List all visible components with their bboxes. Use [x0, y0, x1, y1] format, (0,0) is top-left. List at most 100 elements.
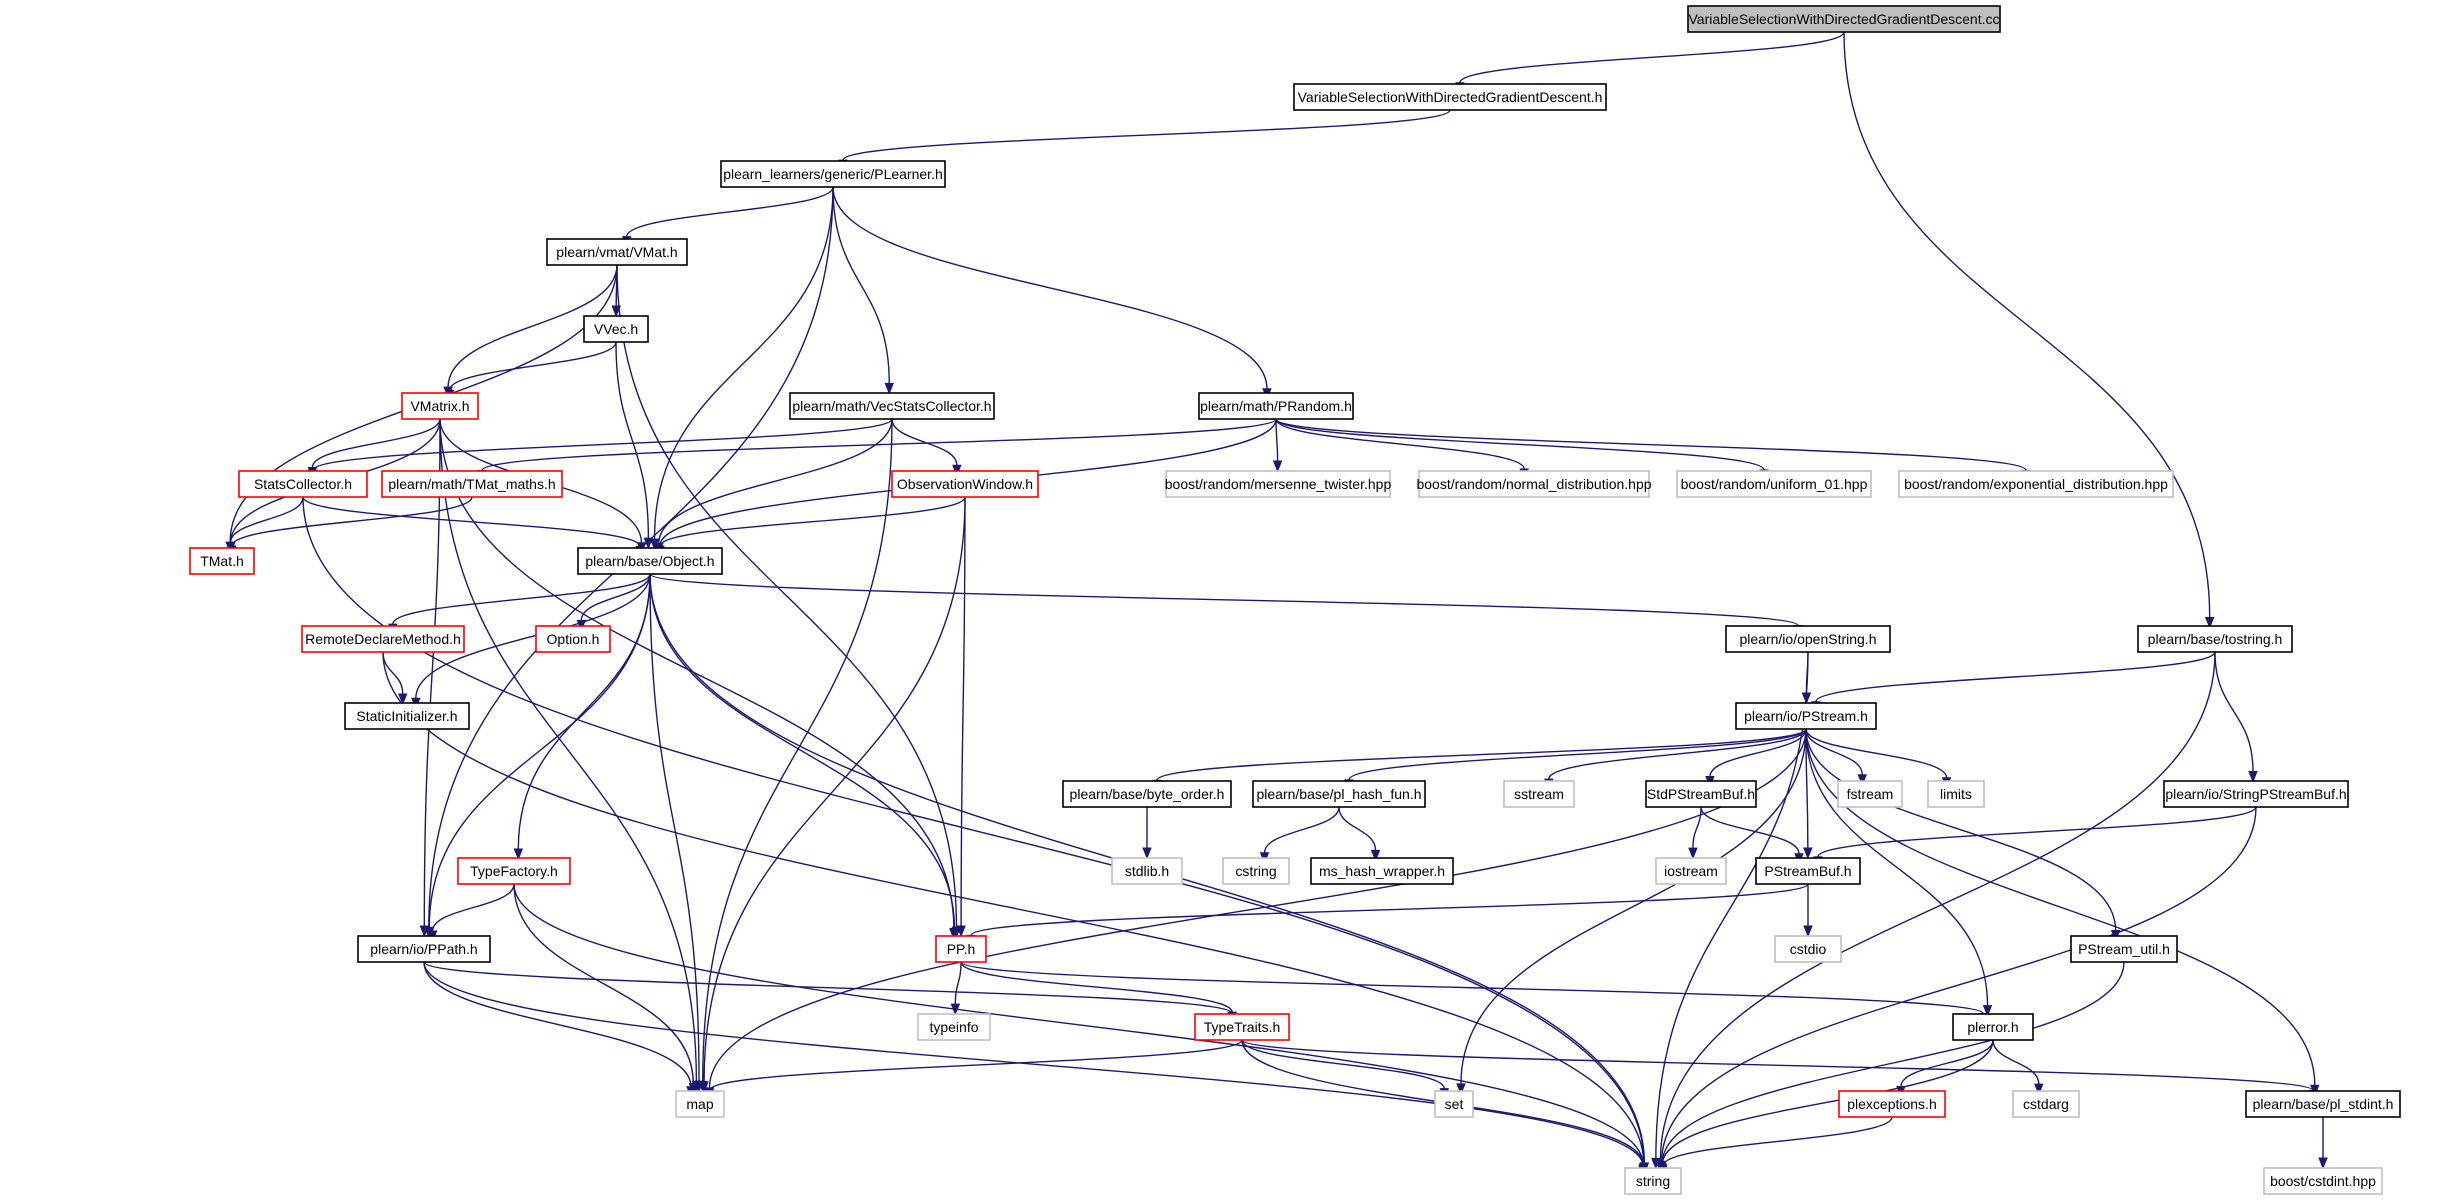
edge-n_pp-to-n_plerror [960, 961, 1988, 1025]
edge-n_plearner-to-n_vecstats [832, 186, 894, 395]
node-plexc[interactable]: plexceptions.h [1838, 1090, 1946, 1118]
node-pstream[interactable]: plearn/io/PStream.h [1735, 702, 1877, 730]
edge-n_stdpsb-to-n_iostream [1688, 806, 1702, 860]
node-expo[interactable]: boost/random/exponential_distribution.hp… [1898, 470, 2174, 498]
node-cstdint[interactable]: boost/cstdint.hpp [2263, 1167, 2383, 1195]
node-pstreamutil[interactable]: PStream_util.h [2070, 935, 2178, 963]
node-typetraits[interactable]: TypeTraits.h [1194, 1013, 1290, 1041]
node-remote[interactable]: RemoteDeclareMethod.h [301, 625, 465, 653]
node-stdlib[interactable]: stdlib.h [1111, 857, 1183, 885]
node-label: plearn/base/pl_stdint.h [2253, 1096, 2394, 1112]
node-strpsb[interactable]: plearn/io/StringPStreamBuf.h [2163, 780, 2349, 808]
node-plearner[interactable]: plearn_learners/generic/PLearner.h [720, 160, 946, 188]
node-label: plearn/vmat/VMat.h [556, 244, 677, 260]
node-plerror[interactable]: plerror.h [1952, 1013, 2034, 1041]
node-vecstats[interactable]: plearn/math/VecStatsCollector.h [789, 392, 995, 420]
node-label: stdlib.h [1125, 863, 1169, 879]
node-sstream[interactable]: sstream [1503, 780, 1575, 808]
node-cc[interactable]: VariableSelectionWithDirectedGradientDes… [1687, 5, 2001, 33]
node-vmatrix[interactable]: VMatrix.h [401, 392, 479, 420]
edge-n_object-to-n_pp [649, 573, 960, 940]
node-label: cstring [1235, 863, 1276, 879]
node-h[interactable]: VariableSelectionWithDirectedGradientDes… [1293, 83, 1607, 111]
edge-n_vecstats-to-n_map [698, 418, 893, 1093]
node-label: plexceptions.h [1847, 1096, 1937, 1112]
edge-n_strpsb-to-n_psb [1813, 806, 2257, 869]
node-typefac[interactable]: TypeFactory.h [457, 857, 571, 885]
node-label: boost/cstdint.hpp [2270, 1173, 2376, 1189]
node-label: Option.h [547, 631, 600, 647]
edge-n_prandom-to-n_tmatmaths [477, 418, 1277, 482]
edge-n_vecstats-to-n_obswin [891, 418, 962, 477]
edge-n_ppath-to-n_typetraits [423, 961, 1237, 1025]
node-label: TypeFactory.h [470, 863, 558, 879]
node-label: cstdio [1790, 941, 1827, 957]
node-typeinfo[interactable]: typeinfo [917, 1013, 991, 1041]
node-obswin[interactable]: ObservationWindow.h [891, 470, 1039, 498]
node-label: plerror.h [1967, 1019, 2018, 1035]
node-label: RemoteDeclareMethod.h [305, 631, 461, 647]
node-normal[interactable]: boost/random/normal_distribution.hpp [1416, 470, 1652, 498]
node-ppath[interactable]: plearn/io/PPath.h [357, 935, 491, 963]
node-label: StaticInitializer.h [356, 708, 457, 724]
node-byteorder[interactable]: plearn/base/byte_order.h [1062, 780, 1232, 808]
node-prandom[interactable]: plearn/math/PRandom.h [1198, 392, 1354, 420]
node-label: boost/random/normal_distribution.hpp [1416, 476, 1651, 492]
node-option[interactable]: Option.h [535, 625, 611, 653]
node-label: plearn/math/VecStatsCollector.h [792, 398, 991, 414]
node-psb[interactable]: PStreamBuf.h [1755, 857, 1861, 885]
node-label: cstdarg [2023, 1096, 2069, 1112]
node-hashfun[interactable]: plearn/base/pl_hash_fun.h [1252, 780, 1426, 808]
node-label: plearn/base/Object.h [585, 553, 714, 569]
node-tmat[interactable]: TMat.h [189, 547, 255, 575]
edge-n_typefac-to-n_string [513, 883, 1649, 1177]
node-label: plearn/base/tostring.h [2148, 631, 2283, 647]
edge-n_pstream-to-n_sstream [1544, 728, 1807, 791]
node-label: plearn/math/PRandom.h [1200, 398, 1352, 414]
node-limits[interactable]: limits [1927, 780, 1985, 808]
node-label: TypeTraits.h [1204, 1019, 1281, 1035]
node-tostring[interactable]: plearn/base/tostring.h [2137, 625, 2293, 653]
edge-n_plearner-to-n_prandom [832, 186, 1272, 401]
node-uniform[interactable]: boost/random/uniform_01.hpp [1676, 470, 1872, 498]
node-label: map [686, 1096, 713, 1112]
node-mshash[interactable]: ms_hash_wrapper.h [1310, 857, 1454, 885]
node-label: plearn/base/byte_order.h [1070, 786, 1225, 802]
node-staticinit[interactable]: StaticInitializer.h [344, 702, 470, 730]
edge-n_hashfun-to-n_mshash [1338, 806, 1381, 862]
edge-n_typefac-to-n_ppath [427, 883, 515, 943]
node-iostream[interactable]: iostream [1655, 857, 1727, 885]
node-label: string [1636, 1173, 1670, 1189]
node-mersenne[interactable]: boost/random/mersenne_twister.hpp [1165, 470, 1392, 498]
node-set[interactable]: set [1434, 1090, 1474, 1118]
edge-n_object-to-n_remote [388, 573, 651, 636]
node-cstring[interactable]: cstring [1222, 857, 1290, 885]
edge-n_vvec-to-n_object [615, 341, 654, 550]
node-cstdarg[interactable]: cstdarg [2012, 1090, 2080, 1118]
node-map[interactable]: map [675, 1090, 725, 1118]
node-stdint[interactable]: plearn/base/pl_stdint.h [2245, 1090, 2401, 1118]
node-pp[interactable]: PP.h [935, 935, 987, 963]
edge-n_byteorder-to-n_stdlib [1142, 807, 1152, 860]
node-openstr[interactable]: plearn/io/openString.h [1725, 625, 1891, 653]
node-label: plearn/io/PPath.h [370, 941, 477, 957]
node-fstream[interactable]: fstream [1837, 780, 1903, 808]
node-label: plearn_learners/generic/PLearner.h [723, 166, 942, 182]
node-label: StdPStreamBuf.h [1647, 786, 1755, 802]
node-vmat[interactable]: plearn/vmat/VMat.h [546, 238, 688, 266]
node-cstdio[interactable]: cstdio [1774, 935, 1842, 963]
edge-n_pstream-to-n_set [1456, 728, 1807, 1096]
node-label: boost/random/uniform_01.hpp [1681, 476, 1868, 492]
node-label: PStream_util.h [2078, 941, 2170, 957]
edge-n_strpsb-to-n_string [1656, 806, 2257, 1175]
node-stdpsb[interactable]: StdPStreamBuf.h [1645, 780, 1757, 808]
edge-n_prandom-to-n_mersenne [1272, 418, 1283, 473]
edge-n_typetraits-to-n_map [705, 1039, 1243, 1102]
node-vvec[interactable]: VVec.h [583, 315, 649, 343]
edge-n_pp-to-n_typeinfo [950, 961, 962, 1016]
node-object[interactable]: plearn/base/Object.h [577, 547, 723, 575]
node-statscol[interactable]: StatsCollector.h [238, 470, 368, 498]
node-string[interactable]: string [1624, 1167, 1682, 1195]
node-label: typeinfo [929, 1019, 978, 1035]
node-tmatmaths[interactable]: plearn/math/TMat_maths.h [381, 470, 563, 498]
